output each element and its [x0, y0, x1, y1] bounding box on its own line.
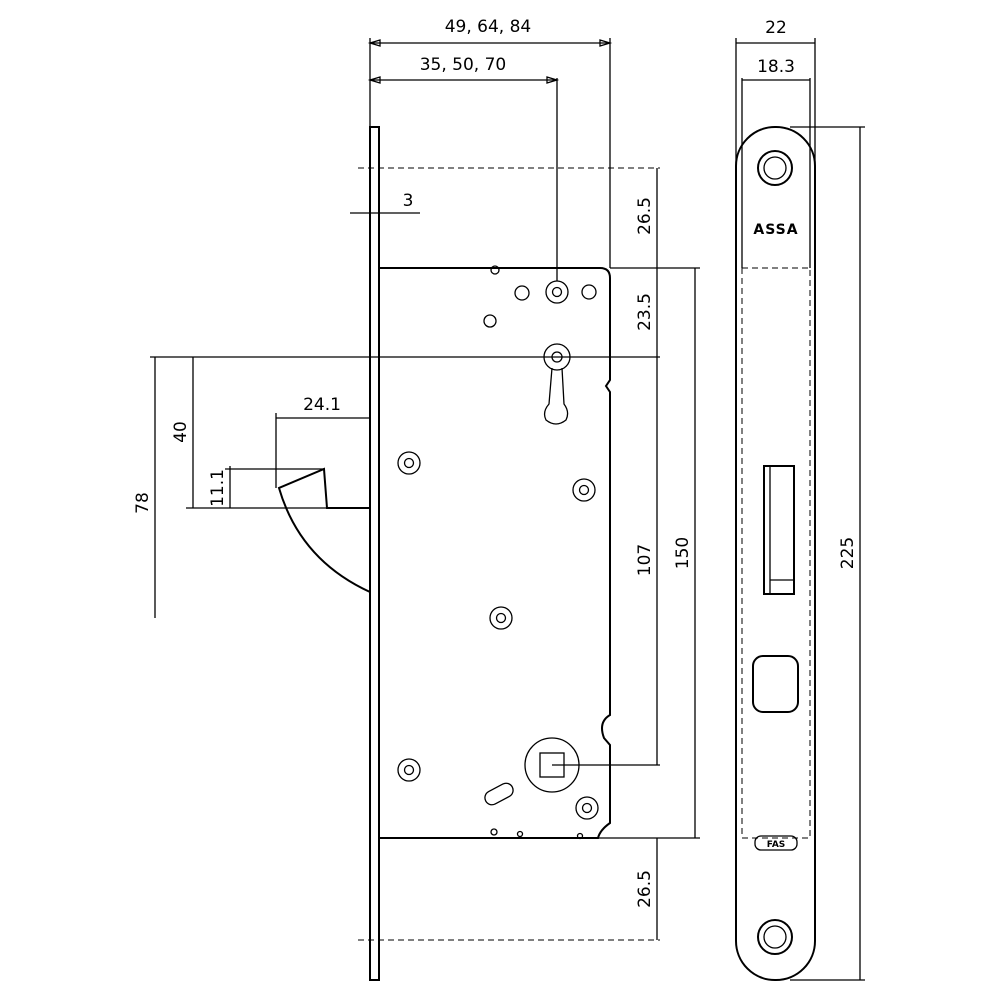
screw-hole — [575, 796, 599, 820]
lock-body-side-view — [277, 126, 611, 981]
faceplate-outline — [735, 126, 816, 981]
hole-inner — [551, 286, 563, 298]
screw-hole-inner — [495, 612, 507, 624]
lock-case — [379, 267, 611, 839]
dim-spindle-offset: 23.5 — [635, 293, 655, 331]
dim-plate-width: 22 — [765, 18, 787, 38]
dim-backset-total: 49, 64, 84 — [445, 17, 532, 37]
dim-latch-height: 40 — [171, 421, 191, 443]
latch-bolt — [277, 467, 371, 593]
hidden-case-outline — [741, 267, 811, 839]
screw-hole-inner — [403, 764, 415, 776]
screw-hole-inner — [403, 457, 415, 469]
dim-latch-small: 11.1 — [208, 469, 228, 507]
dim-plate-length: 225 — [838, 537, 858, 569]
small-hole — [490, 828, 498, 836]
hole-ring — [545, 280, 569, 304]
dimension-labels: 49, 64, 84 35, 50, 70 3 24.1 26.5 23.5 1… — [133, 17, 858, 908]
faceplate-bottom-screw — [757, 919, 793, 955]
dim-center-distance: 107 — [635, 544, 655, 576]
hole — [581, 284, 597, 300]
small-hole — [516, 830, 524, 838]
bolt-opening — [752, 655, 799, 713]
bottom-mark-badge — [754, 835, 798, 851]
slot — [484, 782, 514, 806]
dim-case-height: 150 — [673, 537, 693, 569]
dim-faceplate-thickness: 3 — [403, 191, 414, 211]
dim-top-offset: 26.5 — [635, 197, 655, 235]
screw-hole — [397, 451, 421, 475]
hole — [483, 314, 497, 328]
dim-backset: 35, 50, 70 — [420, 55, 507, 75]
faceplate-bottom-screw-inner — [763, 925, 787, 949]
dimension-lines — [150, 38, 700, 941]
screw-hole-inner — [581, 802, 593, 814]
small-hole — [490, 265, 500, 275]
brand-label: ASSA — [753, 222, 798, 238]
faceplate-front-view: ASSA FAS — [735, 38, 865, 981]
latch-opening — [763, 465, 795, 595]
faceplate-top-screw — [757, 150, 793, 186]
dim-bottom-offset: 26.5 — [635, 870, 655, 908]
screw-hole — [489, 606, 513, 630]
screw-hole — [572, 478, 596, 502]
bottom-mark: FAS — [767, 840, 786, 850]
keyhole-lever — [543, 367, 569, 425]
screw-hole-inner — [578, 484, 590, 496]
dim-latch-projection: 24.1 — [303, 395, 341, 415]
hole — [514, 285, 530, 301]
dim-plate-inner: 18.3 — [757, 57, 795, 77]
faceplate-top-screw-inner — [763, 156, 787, 180]
screw-hole — [397, 758, 421, 782]
faceplate — [369, 126, 380, 981]
dim-latch-total: 78 — [133, 492, 153, 514]
